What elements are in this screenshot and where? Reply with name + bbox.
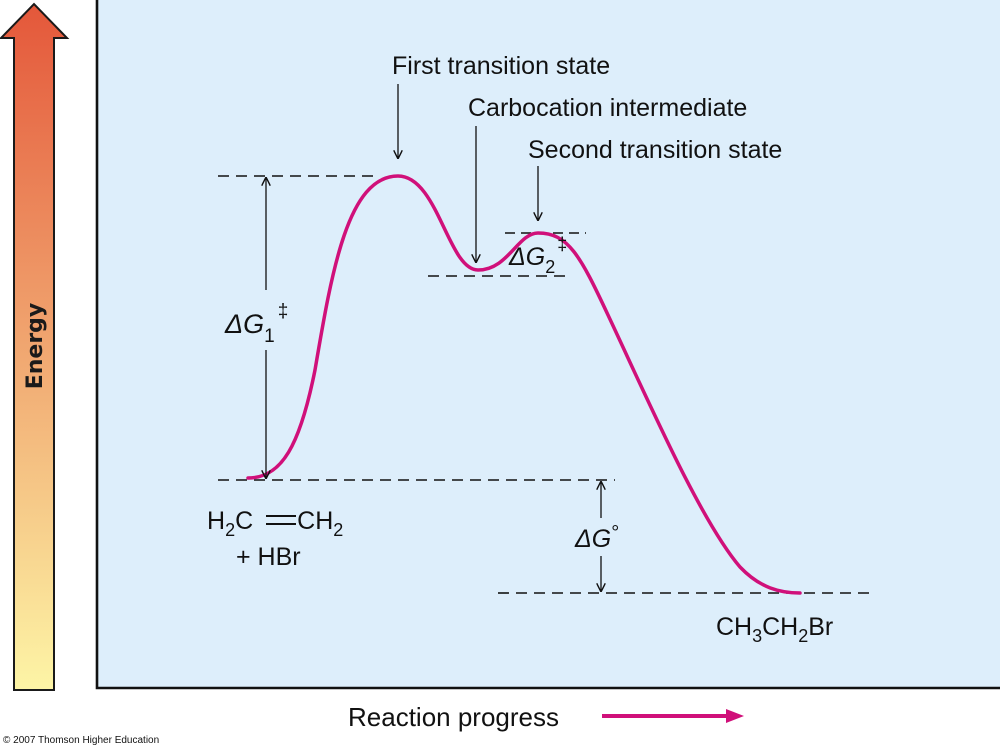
label-dg1: ΔG1‡: [224, 301, 288, 347]
plot-area: [95, 0, 1000, 690]
label-dg0: ΔG°: [574, 522, 619, 553]
energy-curve: [246, 174, 802, 595]
energy-axis: Energy: [0, 2, 70, 691]
label-dg2: ΔG2‡: [508, 234, 567, 277]
label-second-transition-state: Second transition state: [528, 136, 782, 164]
label-carbocation-intermediate: Carbocation intermediate: [468, 94, 747, 122]
reactants-line-2: + HBr: [236, 543, 301, 571]
plot-background: [97, 0, 1000, 688]
progress-arrow-icon: [726, 709, 744, 723]
energy-axis-label: Energy: [23, 303, 48, 390]
plot-axes: [95, 0, 1000, 690]
gap-arrows: [266, 178, 601, 591]
x-axis-label: Reaction progress: [348, 702, 559, 732]
copyright-notice: © 2007 Thomson Higher Education: [3, 735, 159, 746]
energy-arrow: [0, 2, 70, 691]
annotation-pointers: [398, 84, 538, 262]
label-first-transition-state: First transition state: [392, 52, 610, 80]
product-label: CH3CH2Br: [716, 613, 833, 646]
double-bond-icon: [266, 515, 296, 525]
x-axis-label-group: Reaction progress: [348, 702, 744, 732]
